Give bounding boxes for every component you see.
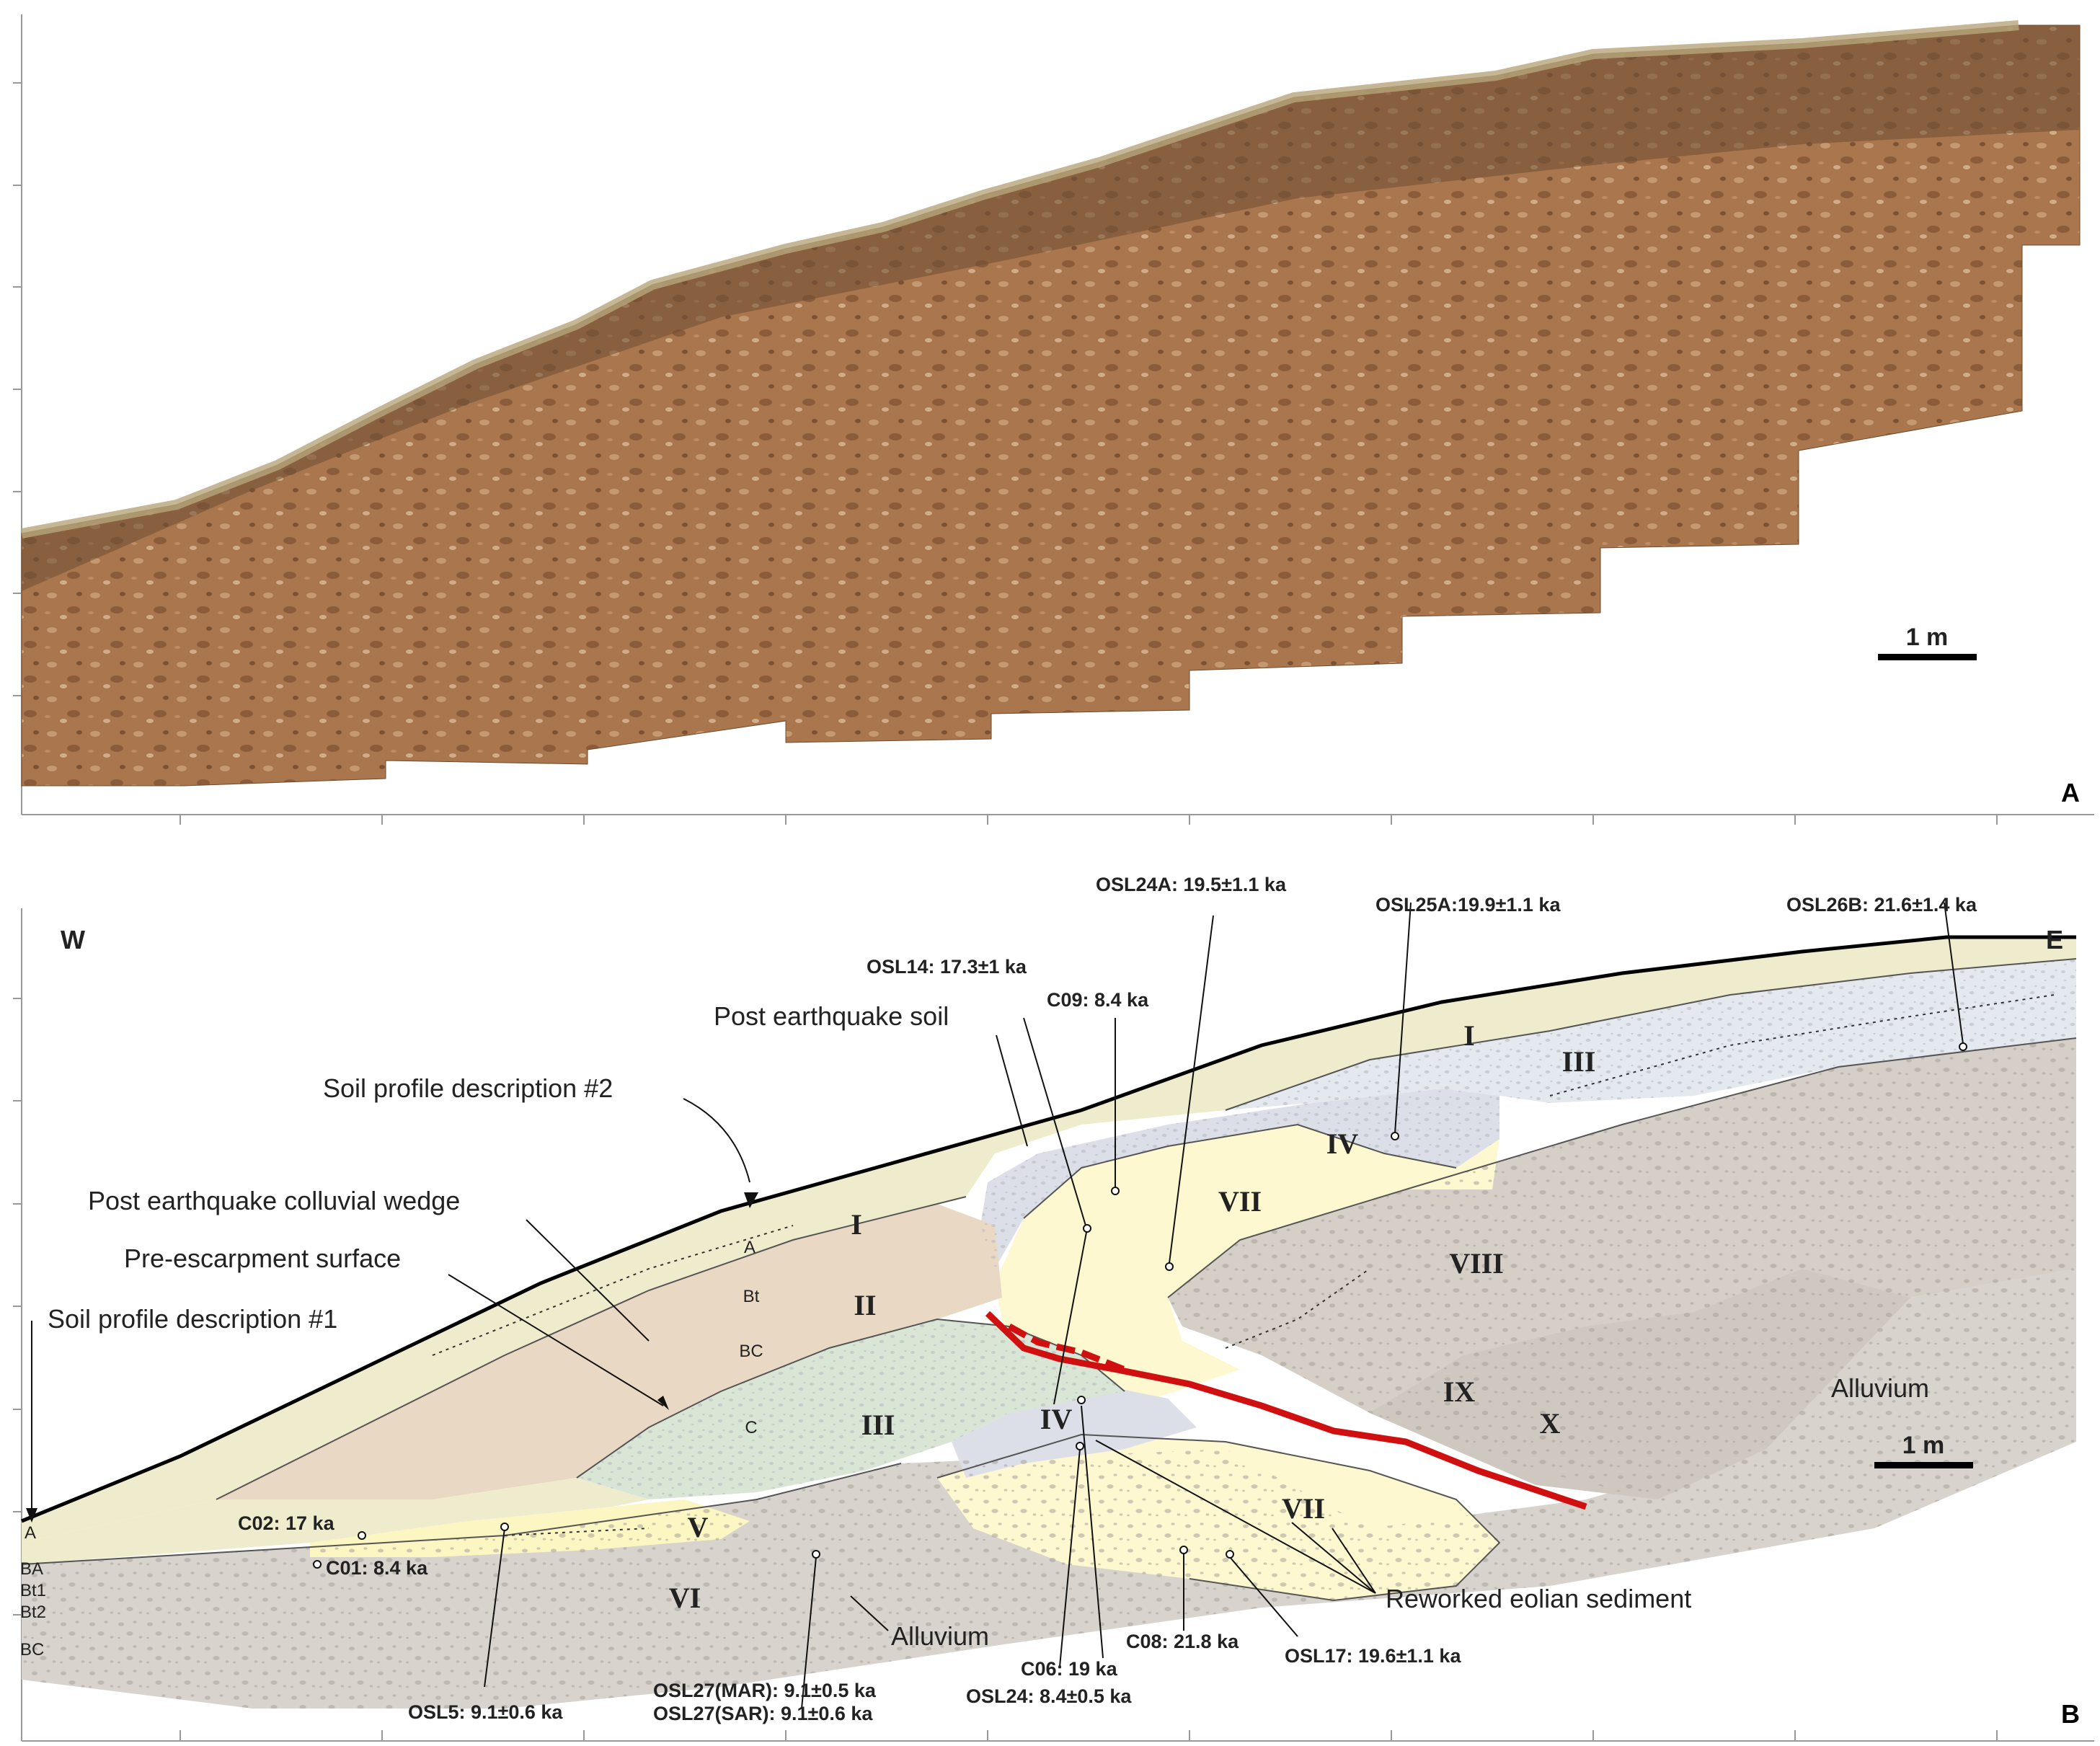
- dark-topsoil-band: [22, 25, 2080, 591]
- unit-i: [22, 937, 2076, 1543]
- horizon-bt2-p1: Bt2: [20, 1603, 46, 1622]
- east-label: E: [2046, 925, 2063, 954]
- ground-surface: [21, 935, 2076, 1523]
- contact-lines: [21, 958, 2077, 1602]
- reworked-eolian-label: Reworked eolian sediment: [1386, 1584, 1691, 1613]
- c06-label: C06: 19 ka: [1021, 1658, 1118, 1680]
- pebble-texture: [22, 959, 2076, 1709]
- c09-label: C09: 8.4 ka: [1047, 989, 1149, 1011]
- osl14-label: OSL14: 17.3±1 ka: [867, 956, 1027, 978]
- unit-label-ii: II: [854, 1289, 876, 1321]
- horizon-a-p2: A: [744, 1238, 756, 1257]
- scale-bar-b-label: 1 m: [1902, 1432, 1945, 1459]
- osl27sar-label: OSL27(SAR): 9.1±0.6 ka: [653, 1703, 873, 1724]
- soil-profile-2-label: Soil profile description #2: [323, 1073, 613, 1103]
- post-eq-soil-label: Post earthquake soil: [714, 1001, 949, 1031]
- horizon-a-p1: A: [25, 1523, 36, 1543]
- alluvium-right-label: Alluvium: [1831, 1373, 1929, 1403]
- leader-lines: [31, 902, 1964, 1631]
- horizon-ba-p1: BA: [20, 1559, 43, 1579]
- c01-label: C01: 8.4 ka: [326, 1557, 428, 1579]
- arrowhead-profile2: [744, 1192, 758, 1208]
- c08-label: C08: 21.8 ka: [1126, 1631, 1239, 1652]
- west-label: W: [61, 925, 85, 954]
- sample-points: [313, 1042, 1967, 1569]
- dotted-contacts: [432, 994, 2055, 1536]
- soil-profile-1-label: Soil profile description #1: [48, 1304, 337, 1334]
- unit-label-i-east: I: [1463, 1019, 1475, 1052]
- horizon-c-p2: C: [745, 1418, 757, 1437]
- scale-bar-b: 1 m: [1874, 1432, 1973, 1468]
- unit-label-viii: VIII: [1449, 1247, 1504, 1280]
- horizon-labels-profile1: A BA Bt1 Bt2 BC: [20, 1523, 46, 1659]
- osl27mar-label: OSL27(MAR): 9.1±0.5 ka: [653, 1680, 877, 1701]
- unit-label-vi: VI: [669, 1582, 701, 1614]
- unit-label-vii-lower: VII: [1282, 1492, 1325, 1525]
- fault-trace: [985, 1311, 1587, 1510]
- alluvium-left-label: Alluvium: [891, 1621, 989, 1651]
- unit-label-x: X: [1540, 1407, 1561, 1440]
- unit-vii-eolian-upper: [995, 1125, 1499, 1399]
- annotations: Soil profile description #2 Soil profile…: [48, 1001, 1929, 1651]
- panel-a-letter: A: [2061, 778, 2080, 807]
- arrowhead-profile1: [26, 1508, 37, 1523]
- fault-splay: [1007, 1324, 1126, 1373]
- osl26b-label: OSL26B: 21.6±1.4 ka: [1786, 894, 1977, 916]
- unit-label-vii-upper: VII: [1218, 1185, 1262, 1218]
- unit-label-iv-upper: IV: [1326, 1127, 1359, 1160]
- grass-fringe: [20, 20, 2019, 539]
- scale-bar-a-label: 1 m: [1906, 624, 1949, 651]
- colluvial-wedge-label: Post earthquake colluvial wedge: [88, 1186, 460, 1215]
- unit-i-lower-wedge: [22, 1478, 649, 1564]
- panel-b-letter: B: [2061, 1699, 2080, 1729]
- horizon-labels-profile2: A Bt BC C: [739, 1238, 763, 1437]
- panel-a-photo: 1 m A: [13, 14, 2094, 825]
- horizon-bc-p2: BC: [739, 1342, 763, 1361]
- horizon-bt-p2: Bt: [743, 1287, 760, 1306]
- c02-label: C02: 17 ka: [238, 1512, 335, 1534]
- unit-label-v: V: [688, 1511, 709, 1543]
- osl24-label: OSL24: 8.4±0.5 ka: [966, 1685, 1132, 1707]
- pre-escarpment-label: Pre-escarpment surface: [124, 1244, 401, 1273]
- unit-label-iv-lower: IV: [1040, 1403, 1073, 1435]
- sample-leaders: [484, 1228, 1298, 1709]
- sample-labels: OSL24A: 19.5±1.1 ka OSL25A:19.9±1.1 ka O…: [238, 874, 1977, 1724]
- arrowhead-pre-escarpment: [657, 1396, 669, 1410]
- horizon-bt1-p1: Bt1: [20, 1581, 46, 1600]
- osl24a-label: OSL24A: 19.5±1.1 ka: [1096, 874, 1287, 895]
- unit-label-iii-east: III: [1562, 1045, 1596, 1078]
- unit-label-iii-west: III: [861, 1409, 895, 1441]
- osl17-label: OSL17: 19.6±1.1 ka: [1285, 1645, 1461, 1667]
- scale-bar-a: 1 m: [1878, 624, 1977, 660]
- unit-label-i-west: I: [851, 1208, 862, 1241]
- unit-labels: I II III III IV IV V VI VII VII VIII IX …: [669, 1019, 1596, 1614]
- horizon-bc-p1: BC: [20, 1640, 44, 1659]
- osl5-label: OSL5: 9.1±0.6 ka: [408, 1701, 563, 1723]
- unit-label-ix: IX: [1443, 1375, 1476, 1408]
- panel-b-log: I II III III IV IV V VI VII VII VIII IX …: [13, 874, 2094, 1742]
- unit-ii: [216, 1204, 1002, 1499]
- osl25a-label: OSL25A:19.9±1.1 ka: [1375, 894, 1561, 916]
